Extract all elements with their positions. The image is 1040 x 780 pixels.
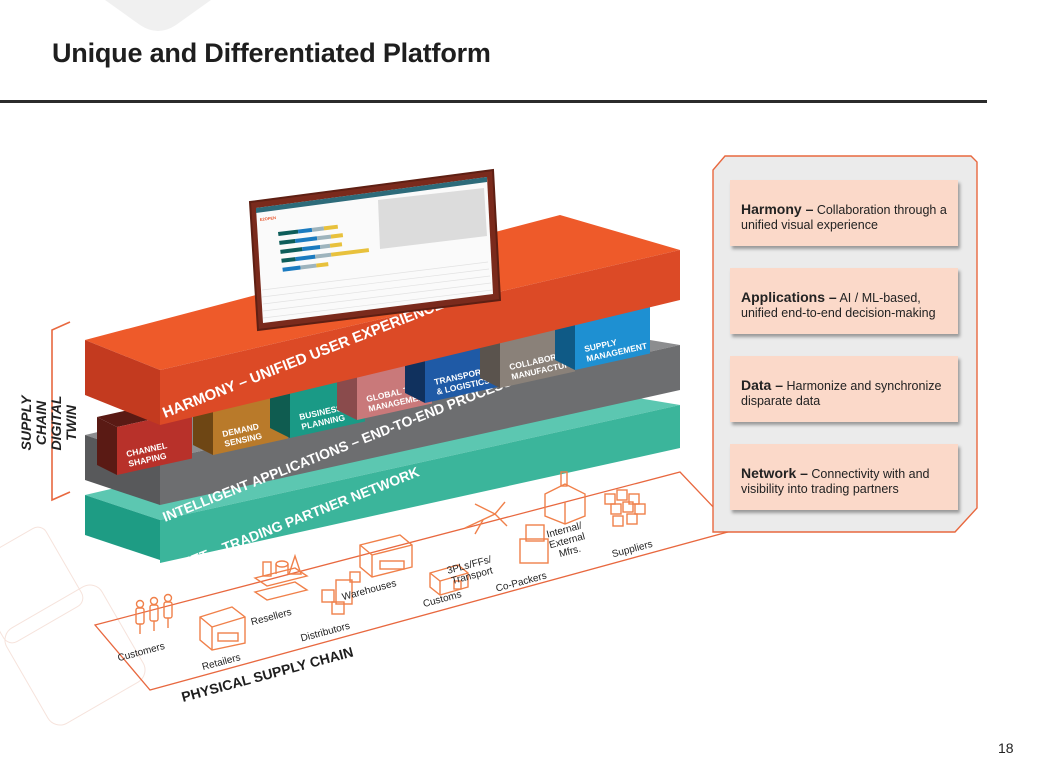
physical-node: Customers <box>117 593 173 664</box>
dashboard-header-bar <box>256 177 487 213</box>
physical-node-label: Co-Packers <box>495 571 548 595</box>
info-card-1: Harmony – Collaboration through a unifie… <box>730 180 958 246</box>
info-panel-frame <box>712 155 978 533</box>
airplane-icon <box>464 501 508 535</box>
info-card-heading: Applications – <box>741 289 837 305</box>
app-block-7[interactable]: SUPPLYMANAGEMENT <box>555 295 650 371</box>
info-card-heading: Network – <box>741 465 808 481</box>
dashboard-table <box>261 261 493 319</box>
info-card-text: AI / ML-based, unified end-to-end decisi… <box>741 291 936 320</box>
digital-twin-label-line2: DIGITAL TWIN <box>48 395 79 451</box>
customs-building-icon <box>429 564 469 596</box>
physical-node-label: Resellers <box>250 607 293 628</box>
cube-cluster-icon <box>604 489 646 527</box>
info-card-text: Collaboration through a unified visual e… <box>741 203 947 232</box>
app-block-1[interactable]: CHANNELSHAPING <box>97 400 192 476</box>
dashboard-bar-chart <box>278 224 370 272</box>
physical-node-label: 3PLs/FFs/Transport <box>446 554 496 587</box>
physical-node-label: Internal/ExternalMfrs. <box>545 521 589 562</box>
dashboard-logo: E2OPEN <box>260 215 277 222</box>
physical-node: Retailers <box>199 606 246 673</box>
app-block-front <box>575 305 650 370</box>
digital-twin-label-line1: SUPPLY CHAIN <box>18 395 49 451</box>
info-card-3: Data – Harmonize and synchronize dispara… <box>730 356 958 422</box>
boxes-icon <box>321 571 361 615</box>
physical-node: Distributors <box>300 571 361 645</box>
info-card-heading: Data – <box>741 377 784 393</box>
shelf-icon <box>253 553 309 601</box>
physical-node: Co-Packers <box>495 524 549 595</box>
dashboard-map <box>378 188 487 249</box>
app-block-side <box>97 417 117 475</box>
physical-node-label: Customers <box>117 641 167 664</box>
physical-node: 3PLs/FFs/Transport <box>446 501 508 587</box>
info-card-4: Network – Connectivity with and visibili… <box>730 444 958 510</box>
app-block-front <box>117 410 192 475</box>
digital-twin-label: SUPPLY CHAIN DIGITAL TWIN <box>18 378 79 468</box>
dashboard-monitor: E2OPEN <box>248 168 502 332</box>
physical-node-label: Distributors <box>300 621 352 645</box>
physical-node: Internal/ExternalMfrs. <box>544 471 589 562</box>
slide-title: Unique and Differentiated Platform <box>52 38 491 68</box>
physical-node: Resellers <box>250 553 309 628</box>
warehouse-icon <box>359 534 413 578</box>
physical-node-label: Customs <box>422 589 463 610</box>
store-icon <box>199 606 246 651</box>
info-card-2: Applications – AI / ML-based, unified en… <box>730 268 958 334</box>
info-card-heading: Harmony – <box>741 201 814 217</box>
info-card-text: Connectivity with and visibility into tr… <box>741 467 930 496</box>
info-card-text: Harmonize and synchronize disparate data <box>741 379 942 408</box>
people-icon <box>135 593 173 634</box>
digital-twin-bracket <box>51 321 71 502</box>
physical-node-label: Suppliers <box>611 539 654 560</box>
page-number: 18 <box>998 740 1014 756</box>
factory-icon <box>544 471 586 525</box>
stacked-boxes-icon <box>519 524 549 564</box>
title-divider <box>0 100 987 103</box>
physical-node: Suppliers <box>604 489 654 560</box>
